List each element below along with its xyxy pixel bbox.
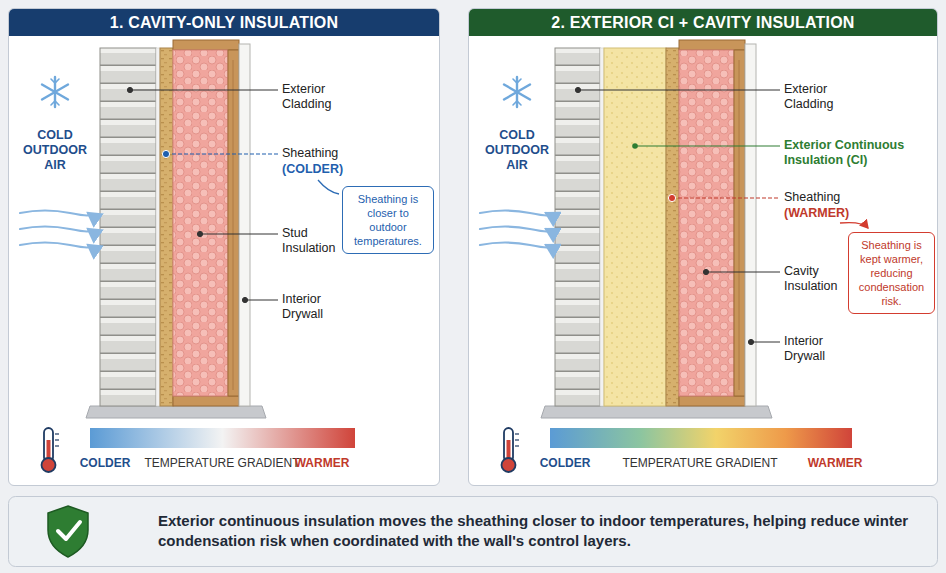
layer-label: Exterior Cladding [784, 82, 864, 112]
scale-label: TEMPERATURE GRADIENT [615, 456, 785, 471]
callout-text: Sheathing is closer to outdoor temperatu… [349, 192, 427, 248]
state-label: (COLDER) [282, 162, 352, 177]
state-label: (WARMER) [784, 206, 854, 221]
air-label: COLD OUTDOOR AIR [482, 128, 552, 173]
callout-text: Sheathing is kept warmer, reducing conde… [855, 238, 928, 308]
layer-label: Interior Drywall [282, 292, 352, 322]
layer-label: Exterior Cladding [282, 82, 362, 112]
scale-label: COLDER [515, 456, 615, 471]
layer-label: Exterior Continuous Insulation (CI) [784, 138, 926, 168]
callout-box: Sheathing is kept warmer, reducing conde… [848, 232, 935, 314]
scale-label: COLDER [55, 456, 155, 471]
callout-box: Sheathing is closer to outdoor temperatu… [342, 186, 434, 254]
panel-heading: 1. CAVITY-ONLY INSULATION [9, 9, 439, 36]
layer-label: Interior Drywall [784, 334, 854, 364]
panel-heading: 2. EXTERIOR CI + CAVITY INSULATION [469, 9, 937, 36]
layer-label: Cavity Insulation [784, 264, 846, 294]
panel: 1. CAVITY-ONLY INSULATION Sheathing is cl… [8, 8, 440, 486]
layer-label: Stud Insulation [282, 226, 352, 256]
layer-label: Sheathing [282, 146, 372, 161]
layer-label: Sheathing [784, 190, 874, 205]
scale-label: TEMPERATURE GRADIENT [137, 456, 307, 471]
panel: 2. EXTERIOR CI + CAVITY INSULATION Sheath… [468, 8, 938, 486]
caption-text: Exterior continuous insulation moves the… [158, 511, 923, 551]
scale-label: WARMER [277, 456, 367, 471]
scale-label: WARMER [790, 456, 880, 471]
air-label: COLD OUTDOOR AIR [20, 128, 90, 173]
